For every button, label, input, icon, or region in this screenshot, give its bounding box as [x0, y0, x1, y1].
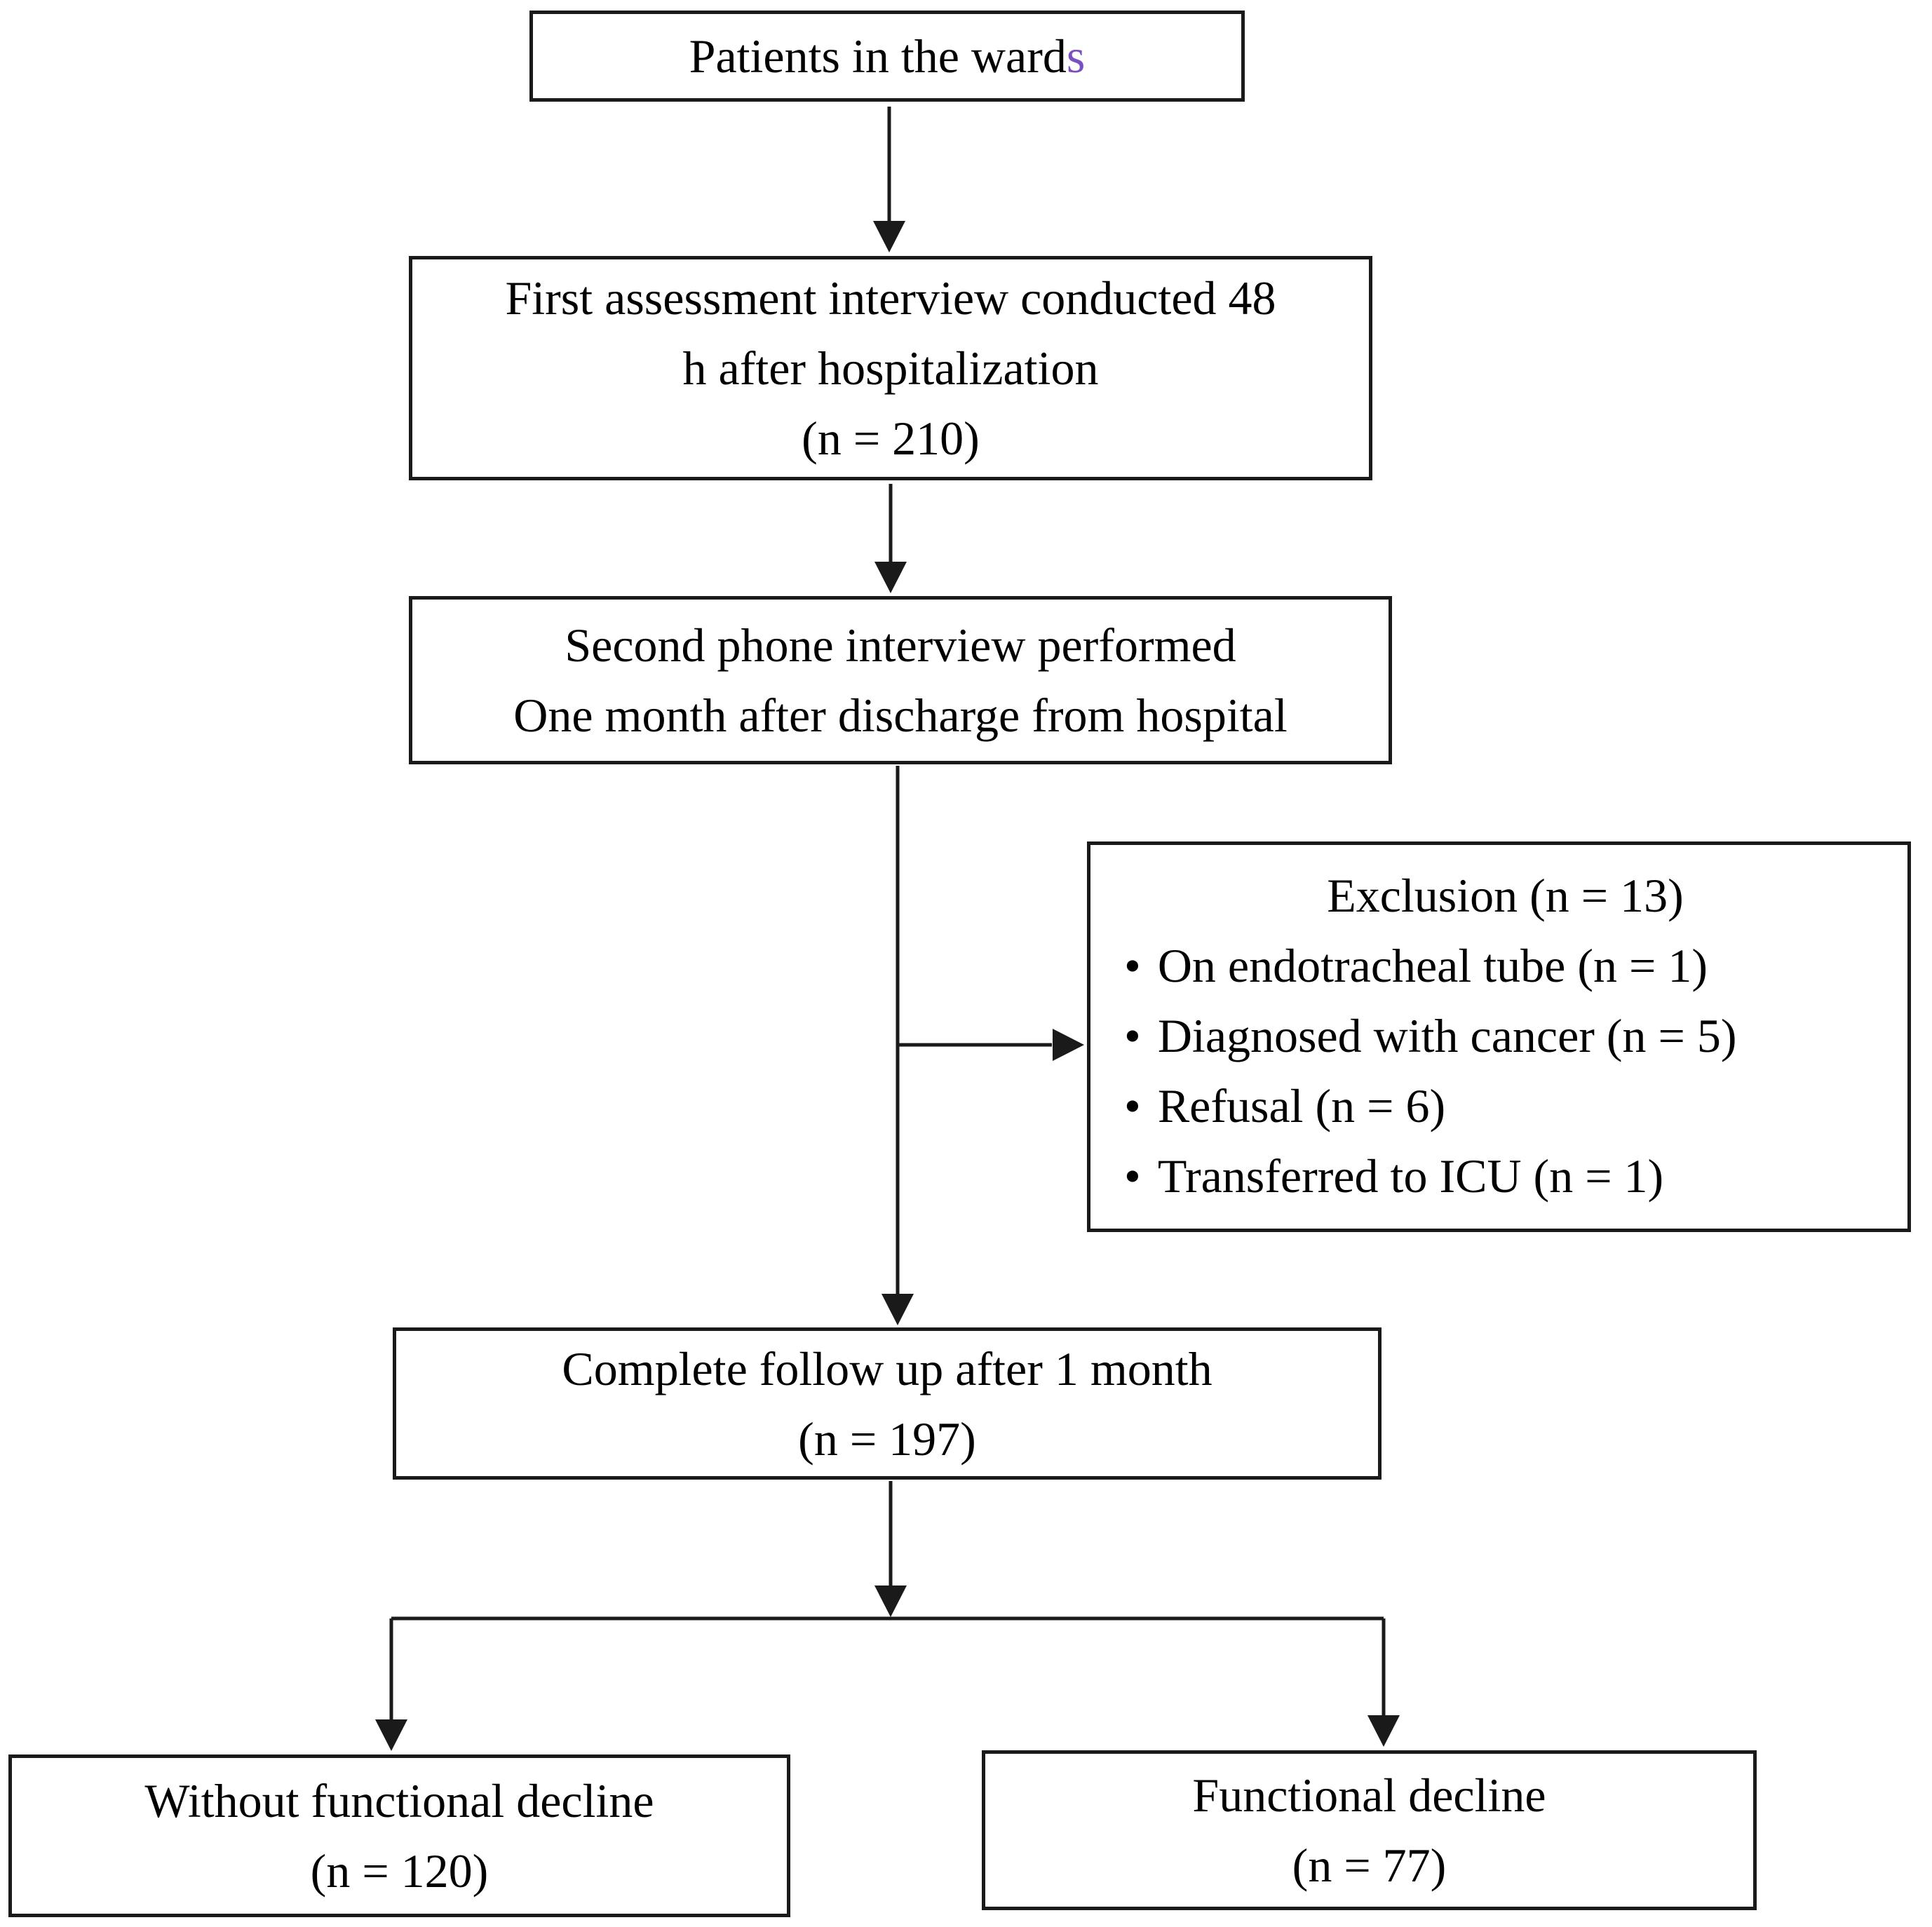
exclusion-bullet-endotracheal: • On endotracheal tube (n = 1)	[1124, 931, 1886, 1001]
node-complete-followup: Complete follow up after 1 month (n = 19…	[393, 1327, 1382, 1480]
bullet-marker: •	[1124, 1009, 1141, 1062]
exclusion-bullet-text: On endotracheal tube (n = 1)	[1157, 939, 1708, 992]
bullet-marker: •	[1124, 1149, 1141, 1203]
first-assessment-line-1: First assessment interview conducted 48	[505, 271, 1276, 325]
bullet-marker: •	[1124, 1079, 1141, 1132]
node-second-phone-interview: Second phone interview performed One mon…	[409, 596, 1392, 764]
arrow-second-to-complete	[881, 766, 914, 1325]
arrow-complete-to-branch	[874, 1481, 907, 1617]
first-assessment-count: (n = 210)	[802, 412, 980, 465]
exclusion-bullet-text: Diagnosed with cancer (n = 5)	[1157, 1009, 1737, 1062]
exclusion-bullet-icu: • Transferred to ICU (n = 1)	[1124, 1141, 1886, 1211]
exclusion-bullet-cancer: • Diagnosed with cancer (n = 5)	[1124, 1001, 1886, 1071]
bullet-marker: •	[1124, 939, 1141, 992]
functional-decline-line-1: Functional decline	[1192, 1769, 1546, 1822]
functional-decline-count: (n = 77)	[1292, 1839, 1447, 1892]
arrow-branch-to-functional-decline	[1367, 1618, 1400, 1747]
without-decline-count: (n = 120)	[310, 1844, 489, 1898]
arrow-patients-to-first	[873, 107, 905, 252]
exclusion-bullet-text: Refusal (n = 6)	[1157, 1079, 1446, 1132]
patients-text: Patients in the ward	[689, 29, 1067, 83]
arrow-first-to-second	[874, 484, 907, 593]
second-interview-line-2: One month after discharge from hospital	[513, 689, 1288, 742]
patients-text-line: Patients in the wards	[689, 21, 1086, 91]
arrow-branch-to-without-decline	[375, 1618, 407, 1751]
exclusion-title: Exclusion (n = 13)	[1327, 869, 1684, 922]
without-decline-line-1: Without functional decline	[144, 1774, 654, 1827]
second-interview-line-1: Second phone interview performed	[565, 618, 1236, 672]
patients-text-accent: s	[1066, 29, 1086, 83]
exclusion-bullet-refusal: • Refusal (n = 6)	[1124, 1071, 1886, 1141]
node-exclusion: Exclusion (n = 13) • On endotracheal tub…	[1087, 841, 1911, 1232]
complete-followup-line-1: Complete follow up after 1 month	[562, 1341, 1212, 1395]
exclusion-bullet-text: Transferred to ICU (n = 1)	[1157, 1149, 1664, 1203]
complete-followup-count: (n = 197)	[798, 1412, 976, 1466]
first-assessment-line-2: h after hospitalization	[682, 342, 1099, 395]
node-functional-decline: Functional decline (n = 77)	[982, 1750, 1757, 1910]
node-first-assessment: First assessment interview conducted 48 …	[409, 256, 1372, 480]
node-patients-in-wards: Patients in the wards	[529, 11, 1245, 102]
arrow-to-exclusion	[898, 1029, 1084, 1061]
node-without-functional-decline: Without functional decline (n = 120)	[8, 1754, 790, 1917]
